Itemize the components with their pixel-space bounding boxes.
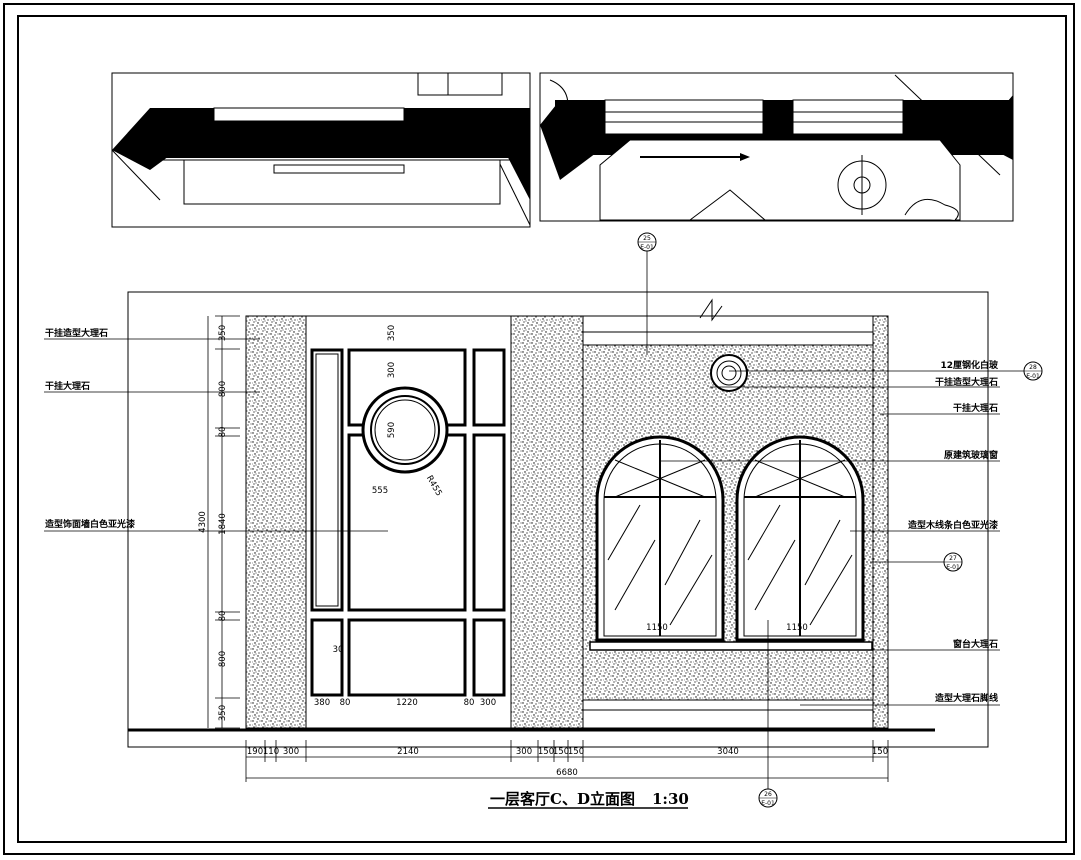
section-marker-27-ref: E-01 [946,564,960,571]
section-marker-26: 26 E-01 [758,788,778,808]
leaders-right [646,250,1030,790]
outer-frame [3,3,1075,855]
section-marker-28: 28 E-01 [1023,361,1043,381]
dim-bottom-10: 150 [872,747,888,757]
panel-wall [305,315,512,729]
dim-panel-bottom-4: 80 [464,698,475,708]
dim-bottom-6: 150 [538,747,554,757]
annotation-right-1: 12厘钢化白玻 [940,359,999,371]
dim-bottom-3: 300 [283,747,299,757]
section-marker-26-ref: E-01 [761,800,775,807]
section-marker-26-id: 26 [764,791,772,798]
dim-bottom-8: 150 [568,747,584,757]
annotation-right-3: 干挂大理石 [953,402,998,414]
stone-pillar-mid [510,315,584,729]
arched-window-right [735,435,865,642]
section-marker-27: 27 E-01 [943,552,963,572]
dim-center-4: 555 [372,486,388,496]
annotation-right-7: 造型大理石脚线 [935,692,998,704]
annotation-left-2: 干挂大理石 [45,380,90,392]
leaders-left [44,338,388,532]
dim-bottom-4: 2140 [397,747,419,757]
dim-panel-bottom-3: 1220 [396,698,418,708]
annotation-right-2: 干挂造型大理石 [935,376,998,388]
plan-detail-right [539,72,1014,222]
annotation-right-4: 原建筑玻璃窗 [944,449,998,461]
drawing-title: 一层客厅C、D立面图 [490,790,635,808]
stone-base [582,699,874,729]
annotation-left-3: 造型饰面墙白色亚光漆 [45,518,135,530]
dim-left-6: 800 [218,651,228,667]
dim-center-1: 350 [387,325,397,341]
window-sill [589,641,873,651]
dim-center-3: 590 [387,422,397,438]
annotation-right-6: 窗台大理石 [953,638,998,650]
dim-chain-bottom [245,740,889,782]
annotation-left-1: 干挂造型大理石 [45,327,108,339]
section-marker-25-id: 25 [643,235,651,242]
dim-window-2: 1150 [786,623,808,633]
dim-bottom-5: 300 [516,747,532,757]
elevation-boundary [127,291,989,748]
dim-panel-bottom-2: 80 [340,698,351,708]
section-marker-28-ref: E-01 [1026,373,1040,380]
dim-center-2: 300 [387,362,397,378]
dim-bottom-7: 150 [553,747,569,757]
stone-strip-right [872,315,889,729]
dim-chain-left [207,315,240,729]
dim-left-2: 800 [218,381,228,397]
section-marker-25: 25 E-01 [637,232,657,252]
dim-left-5: 80 [218,611,228,622]
section-marker-27-id: 27 [949,555,957,562]
annotation-right-5: 造型木线条白色亚光漆 [908,519,998,531]
dim-left-7: 350 [218,705,228,721]
dim-left-total: 4300 [198,511,208,533]
dim-bottom-1: 190 [247,747,263,757]
round-glass-medallion [710,354,748,392]
dim-left-4: 1840 [218,513,228,535]
dim-bottom-2: 110 [263,747,279,757]
glass-top-band [582,315,874,346]
stone-pillar-left [245,315,307,729]
inner-frame [17,15,1067,843]
section-marker-28-id: 28 [1029,364,1037,371]
dim-panel-bottom-1: 380 [314,698,330,708]
arched-window-left [595,435,725,642]
dim-panel-bottom-5: 300 [480,698,496,708]
dim-center-6: 30 [333,645,344,655]
dim-total: 6680 [556,768,578,778]
section-marker-25-ref: E-01 [640,244,654,251]
dim-left-3: 80 [218,427,228,438]
plan-detail-left [111,72,531,228]
drawing-scale: 1:30 [652,790,689,808]
dim-left-1: 350 [218,325,228,341]
dim-window-1: 1150 [646,623,668,633]
dim-bottom-9: 3040 [717,747,739,757]
